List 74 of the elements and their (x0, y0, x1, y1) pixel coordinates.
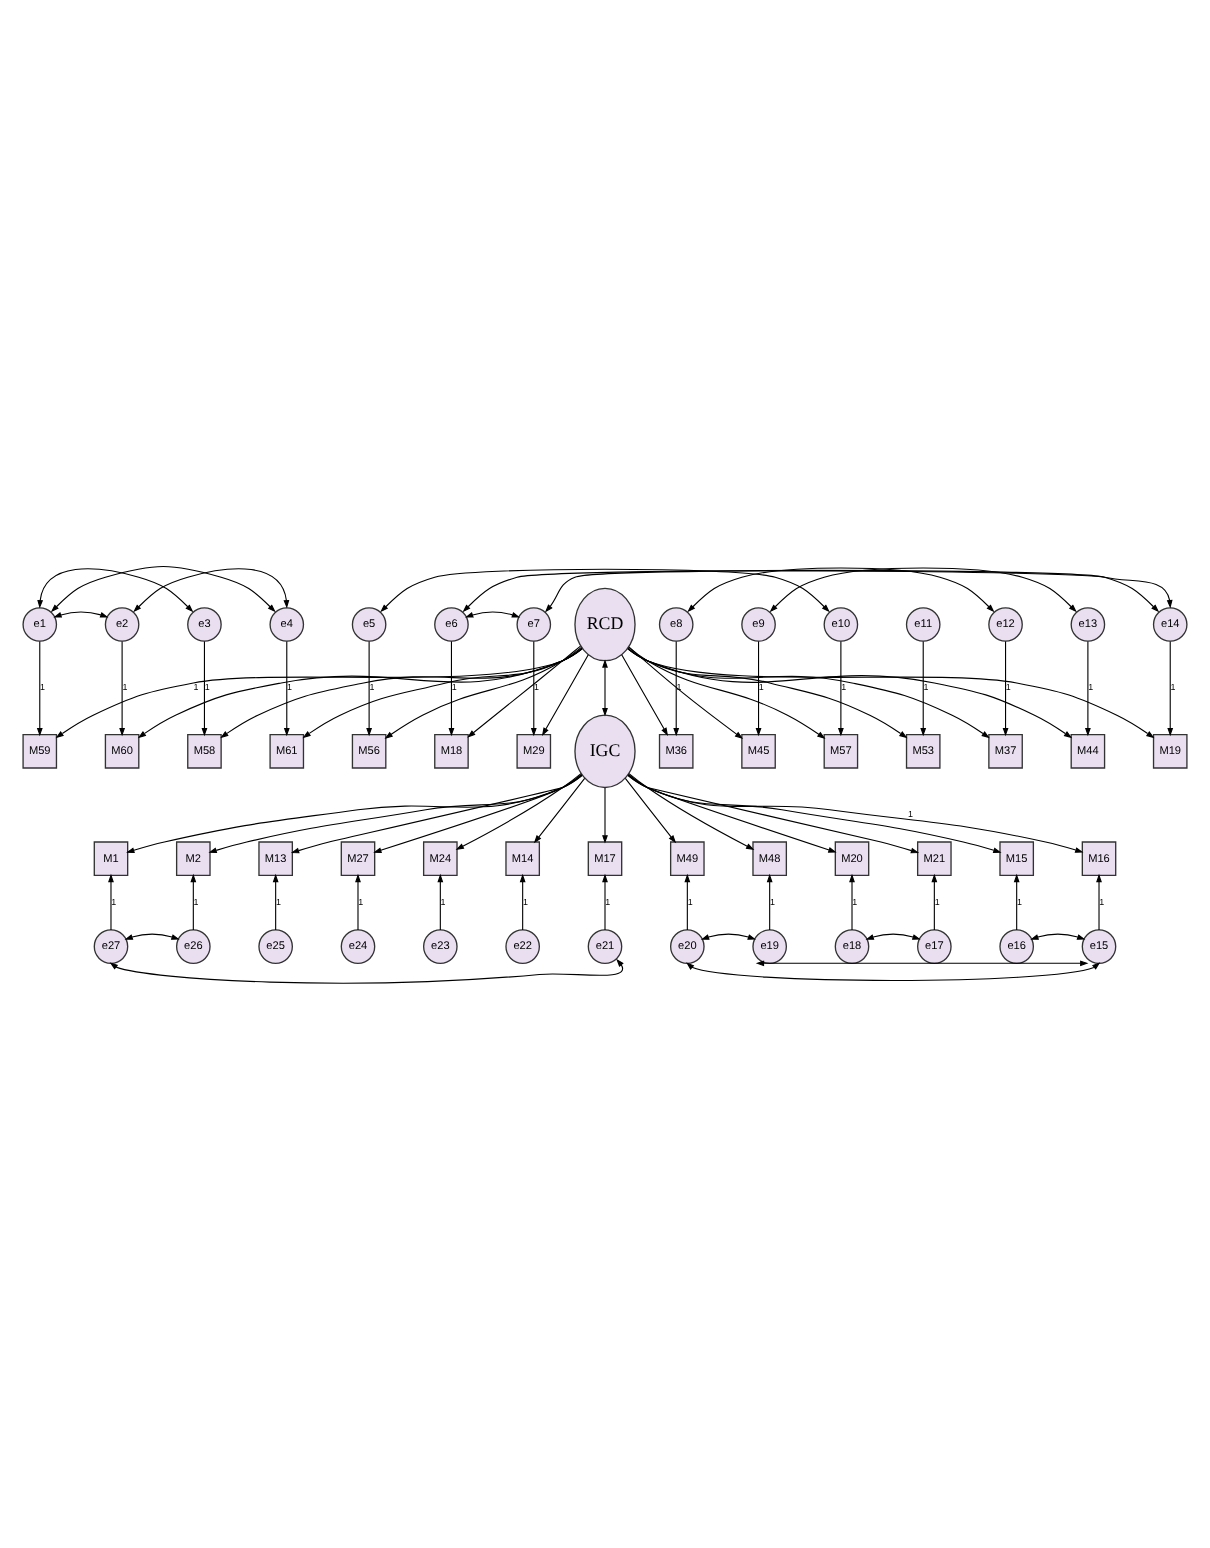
arrow (283, 639, 290, 736)
arrow (602, 786, 608, 843)
arrow (380, 567, 830, 612)
arrow (627, 773, 920, 853)
arrow (684, 872, 691, 930)
arrow (920, 639, 927, 736)
arrow (541, 653, 589, 735)
node-ellipse: RCD (574, 586, 636, 661)
arrow (366, 639, 373, 736)
arrow (384, 645, 582, 738)
arrow (355, 872, 361, 930)
arrow (190, 872, 197, 930)
arrow (108, 872, 114, 930)
arrow (290, 773, 583, 853)
arrow (602, 872, 608, 930)
arrow (931, 872, 938, 930)
arrow (462, 568, 1160, 612)
arrow (465, 610, 521, 617)
arrow (627, 773, 1002, 853)
arrow (201, 639, 208, 736)
arrow (109, 957, 624, 983)
arrow (1002, 639, 1009, 736)
arrow (55, 647, 583, 738)
arrow (544, 569, 1173, 612)
arrow (437, 872, 444, 930)
arrow (50, 564, 276, 612)
arrow (627, 647, 990, 738)
arrow (628, 645, 826, 738)
arrow (448, 639, 455, 736)
arrow (272, 872, 279, 930)
arrow (533, 776, 586, 843)
arrow (627, 773, 1084, 852)
arrow (621, 653, 669, 735)
arrow (627, 772, 837, 852)
arrow (687, 566, 995, 612)
arrow (755, 639, 762, 736)
arrow (1084, 639, 1091, 736)
arrow (769, 566, 1077, 612)
arrow (755, 959, 1089, 966)
arrow (700, 932, 757, 939)
arrow (36, 639, 43, 736)
arrow (302, 646, 583, 738)
arrow (766, 872, 773, 930)
arrow (1096, 872, 1102, 930)
arrow (628, 772, 755, 849)
arrow (627, 647, 1073, 738)
arrow (1013, 872, 1020, 930)
arrow (627, 647, 1155, 738)
arrow (37, 567, 194, 612)
arrow (519, 872, 526, 930)
arrow (673, 639, 680, 736)
arrow (220, 647, 583, 738)
arrow (208, 773, 583, 853)
arrow (530, 639, 537, 736)
arrow (133, 567, 290, 612)
arrow (624, 776, 677, 843)
arrow (124, 932, 180, 939)
arrow (837, 639, 844, 736)
arrow (686, 961, 1101, 980)
arrow (373, 772, 583, 852)
arrow (628, 645, 744, 738)
arrow (126, 773, 583, 852)
arrow (849, 872, 855, 930)
node-ellipse: IGC (574, 713, 636, 788)
arrow (1030, 932, 1086, 939)
arrow (627, 646, 908, 738)
arrow (53, 610, 109, 617)
arrow (865, 932, 921, 939)
arrow (467, 644, 581, 737)
arrow (1167, 639, 1174, 736)
arrow (119, 639, 126, 736)
arrow (602, 658, 608, 716)
arrow (455, 772, 582, 849)
arrow (137, 647, 583, 738)
